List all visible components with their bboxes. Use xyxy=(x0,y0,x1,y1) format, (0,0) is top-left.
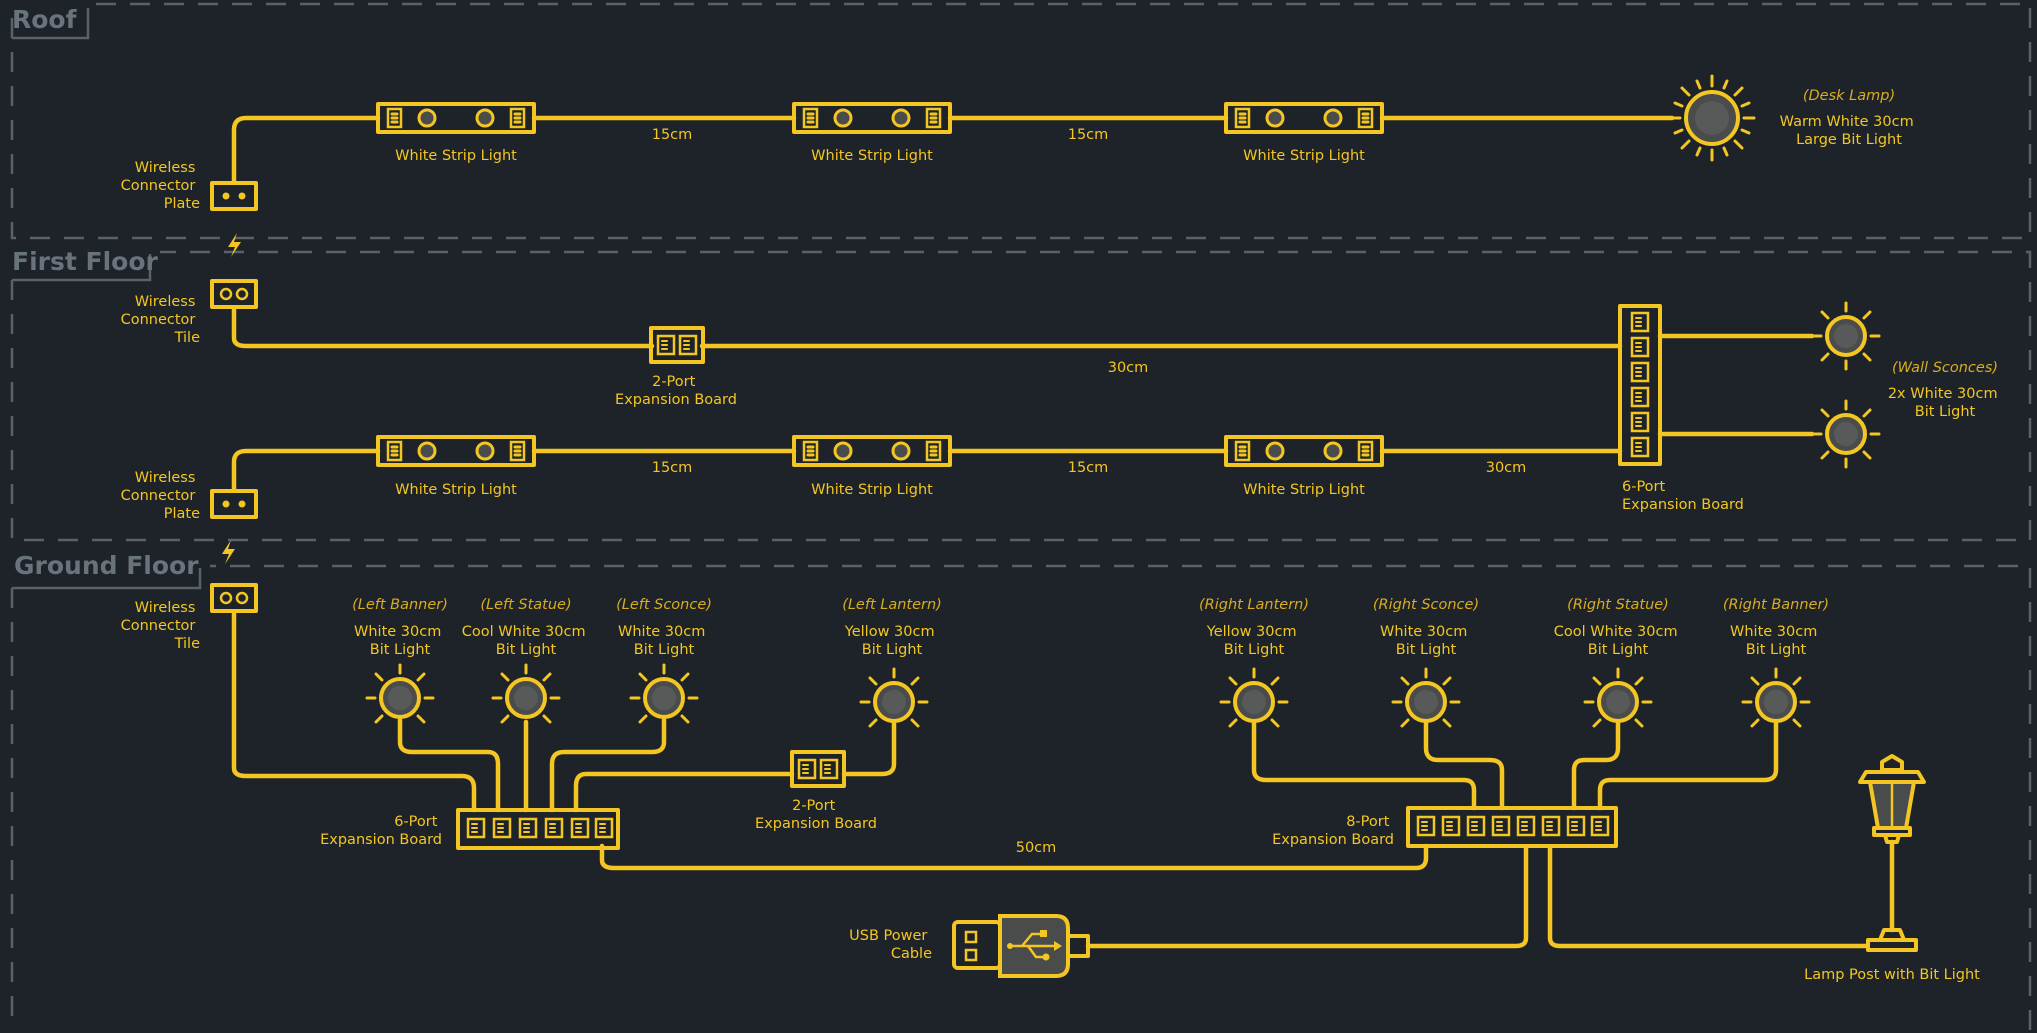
bit-light-icon xyxy=(1811,301,1881,371)
right-lantern-light: (Right Lantern) Yellow 30cm Bit Light xyxy=(1199,597,1309,658)
first-floor-strip-3-label: White Strip Light xyxy=(1243,482,1365,498)
left-banner-light: (Left Banner) White 30cm Bit Light xyxy=(352,597,448,658)
roof-connector-label: Wireless Connector Plate xyxy=(121,160,200,212)
roof-strip-2-label: White Strip Light xyxy=(811,148,933,164)
ground-floor-tile-label: Wireless Connector Tile xyxy=(121,600,200,652)
section-title-ground-floor: Ground Floor xyxy=(14,551,199,580)
light-label: Yellow 30cm Bit Light xyxy=(844,624,939,658)
right-statue-light: (Right Statue) Cool White 30cm Bit Light xyxy=(1554,597,1682,658)
first-floor-length-1: 15cm xyxy=(652,460,693,476)
power-bolt-icon xyxy=(222,540,235,564)
first-floor-strip-1-label: White Strip Light xyxy=(395,482,517,498)
first-floor-strip-2-label: White Strip Light xyxy=(811,482,933,498)
strip-light-icon xyxy=(1224,435,1384,467)
light-note: (Right Lantern) xyxy=(1199,597,1309,613)
zone-first-floor xyxy=(10,250,2032,542)
left-statue-light: (Left Statue) Cool White 30cm Bit Light xyxy=(462,597,590,658)
light-note: (Left Statue) xyxy=(480,597,571,613)
light-label: White 30cm Bit Light xyxy=(1380,624,1472,658)
lamp-post-icon xyxy=(1858,754,1926,952)
roof-strip-3-label: White Strip Light xyxy=(1243,148,1365,164)
connector-plate-icon xyxy=(210,181,258,211)
first-floor-wiring xyxy=(231,305,1815,493)
first-floor-2port-label: 2-Port Expansion Board xyxy=(615,374,737,408)
roof-wiring xyxy=(231,115,1675,185)
light-note: (Left Banner) xyxy=(352,597,448,613)
usb-cable-label: USB Power Cable xyxy=(849,928,932,962)
light-label: Yellow 30cm Bit Light xyxy=(1206,624,1301,658)
expansion-board-icon xyxy=(456,808,620,850)
light-note: (Right Sconce) xyxy=(1373,597,1479,613)
first-floor-length-3: 30cm xyxy=(1486,460,1527,476)
ground-floor-2port-label: 2-Port Expansion Board xyxy=(755,798,877,832)
bit-light-icon xyxy=(1668,74,1756,162)
expansion-board-icon xyxy=(1406,806,1618,848)
strip-light-icon xyxy=(376,102,536,134)
power-bolt-icon xyxy=(228,233,241,257)
right-banner-light: (Right Banner) White 30cm Bit Light xyxy=(1723,597,1829,658)
expansion-board-icon xyxy=(649,326,705,364)
section-title-first-floor: First Floor xyxy=(12,247,159,276)
strip-light-icon xyxy=(792,435,952,467)
zone-roof xyxy=(10,2,2032,240)
first-floor-sconce-note: (Wall Sconces) xyxy=(1892,360,1998,376)
expansion-board-icon xyxy=(1618,304,1662,466)
section-title-roof: Roof xyxy=(12,5,78,34)
roof-lamp-note: (Desk Lamp) xyxy=(1803,88,1895,104)
light-label: White 30cm Bit Light xyxy=(618,624,710,658)
ground-floor-length-mid: 50cm xyxy=(1016,840,1057,856)
right-sconce-light: (Right Sconce) White 30cm Bit Light xyxy=(1373,597,1479,658)
strip-light-icon xyxy=(792,102,952,134)
connector-tile-icon xyxy=(210,583,258,613)
bit-light-icon xyxy=(1811,399,1881,469)
light-label: White 30cm Bit Light xyxy=(354,624,446,658)
ground-floor-wiring xyxy=(231,609,1869,949)
first-floor-tile-label: Wireless Connector Tile xyxy=(121,294,200,346)
first-floor-length-top: 30cm xyxy=(1108,360,1149,376)
usb-plug-icon xyxy=(952,914,1090,978)
light-note: (Left Lantern) xyxy=(842,597,942,613)
connector-plate-icon xyxy=(210,489,258,519)
lamp-post-label: Lamp Post with Bit Light xyxy=(1804,967,1980,983)
roof-strip-1-label: White Strip Light xyxy=(395,148,517,164)
roof-length-2: 15cm xyxy=(1068,127,1109,143)
expansion-board-icon xyxy=(790,750,846,788)
light-note: (Right Banner) xyxy=(1723,597,1829,613)
left-lantern-light: (Left Lantern) Yellow 30cm Bit Light xyxy=(842,597,942,658)
left-sconce-light: (Left Sconce) White 30cm Bit Light xyxy=(616,597,712,658)
light-note: (Left Sconce) xyxy=(616,597,712,613)
first-floor-sconce-label: 2x White 30cm Bit Light xyxy=(1888,386,2002,420)
light-note: (Right Statue) xyxy=(1567,597,1669,613)
ground-floor-6port-label: 6-Port Expansion Board xyxy=(320,814,442,848)
roof-length-1: 15cm xyxy=(652,127,693,143)
ground-floor-8port-label: 8-Port Expansion Board xyxy=(1272,814,1394,848)
first-floor-plate-label: Wireless Connector Plate xyxy=(121,470,200,522)
light-label: White 30cm Bit Light xyxy=(1730,624,1822,658)
light-label: Cool White 30cm Bit Light xyxy=(462,624,590,658)
strip-light-icon xyxy=(1224,102,1384,134)
zone-ground-floor xyxy=(10,564,2032,1030)
roof-lamp-label: Warm White 30cm Large Bit Light xyxy=(1780,114,1919,148)
first-floor-length-2: 15cm xyxy=(1068,460,1109,476)
connector-tile-icon xyxy=(210,279,258,309)
light-label: Cool White 30cm Bit Light xyxy=(1554,624,1682,658)
first-floor-6port-label: 6-Port Expansion Board xyxy=(1622,479,1744,513)
strip-light-icon xyxy=(376,435,536,467)
